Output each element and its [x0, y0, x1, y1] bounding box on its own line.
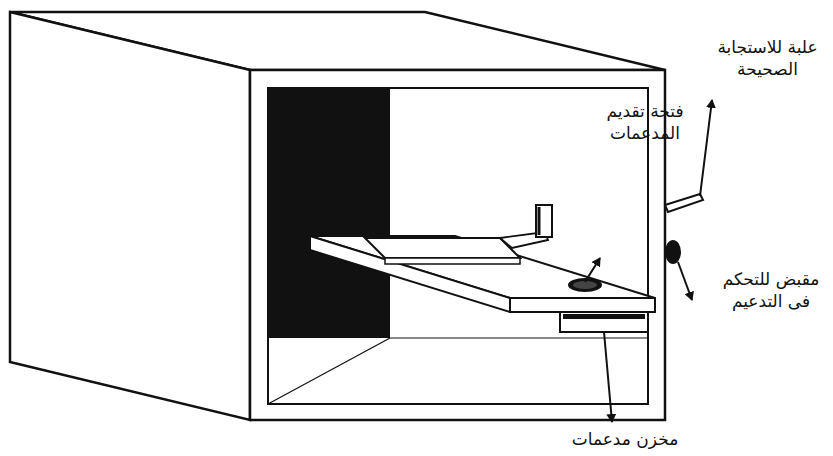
opening-edge [538, 207, 541, 235]
feeder-bar-side [385, 258, 520, 264]
box-front [250, 70, 665, 420]
box-opening [268, 88, 648, 404]
callout-label: علبة للاستجابة الصحيحة [705, 36, 830, 80]
floor-edge [390, 337, 648, 338]
magazine [560, 312, 648, 332]
leader-arrow [604, 332, 612, 422]
callout-label: مخزن مدعمات [560, 428, 690, 450]
callout-label: فتحة تقديم المدعمات [590, 100, 700, 144]
food-cup [568, 278, 602, 292]
dark-wall [268, 88, 390, 338]
box-side [10, 12, 250, 420]
leader-arrow [678, 262, 692, 300]
leader-arrow [700, 100, 712, 196]
callout-label: مقبض للتحكم فى التدعيم [712, 268, 830, 312]
feeder-bar [365, 238, 520, 258]
food-cup-inner [573, 281, 597, 289]
tray-front [510, 298, 655, 312]
magazine-slot [563, 314, 645, 319]
response-lever [665, 194, 703, 212]
control-knob [665, 240, 681, 264]
leader-arrow [585, 258, 600, 282]
delivery-opening [536, 205, 552, 237]
floor-edge [268, 338, 390, 404]
